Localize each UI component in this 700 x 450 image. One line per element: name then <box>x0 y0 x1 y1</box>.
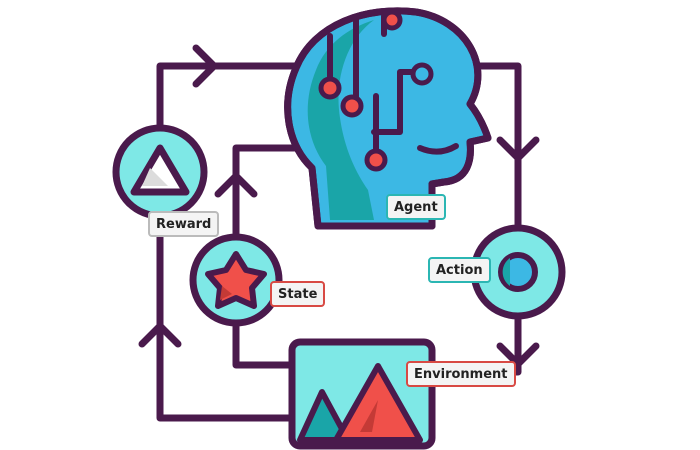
head-shadow <box>307 20 374 220</box>
circuit-node-hollow <box>410 62 434 86</box>
arrow-right-icon <box>192 44 218 88</box>
arrow-up-icon <box>138 322 182 348</box>
arrow-down-icon <box>496 342 540 368</box>
arrow-up-icon <box>214 172 258 198</box>
agent-head-icon <box>284 7 492 230</box>
mountain-landscape-icon <box>297 363 423 443</box>
reward-node <box>112 124 208 220</box>
action-label: Action <box>428 257 491 283</box>
circuit-nodes <box>318 9 403 172</box>
environment-label: Environment <box>406 361 516 387</box>
action-node <box>470 224 566 320</box>
reward-label: Reward <box>148 211 220 237</box>
environment-node <box>288 338 436 450</box>
line-environment-to-state <box>232 322 296 369</box>
head-outline <box>284 7 492 230</box>
state-node <box>189 233 283 327</box>
line-environment-to-reward <box>156 212 296 422</box>
agent-label: Agent <box>386 194 446 220</box>
line-reward-to-agent <box>156 62 309 132</box>
state-label: State <box>270 281 326 307</box>
mouth-line <box>417 143 459 155</box>
arrow-down-icon <box>496 136 540 162</box>
